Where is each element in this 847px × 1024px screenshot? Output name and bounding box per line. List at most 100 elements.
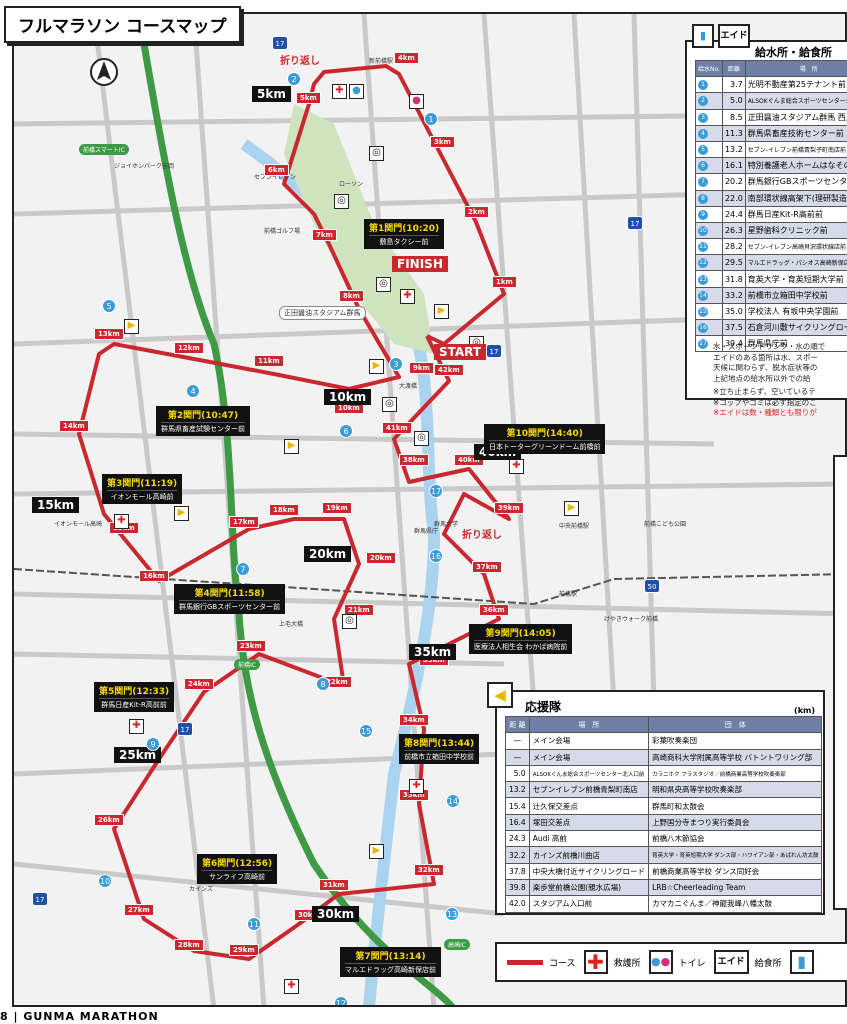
aid-place: 前橋市立箱田中学校前 (744, 286, 847, 304)
place-label: けやきウォーク前橋 (604, 616, 659, 623)
megaphone-icon: ▶ (564, 501, 579, 516)
cheer-place: スタジアム入口前 (528, 895, 650, 913)
place-label: 前橋IC (234, 659, 260, 670)
legend-toilet: ●●トイレ (648, 950, 706, 974)
aid-place: 特別養護老人ホームはなその前 (744, 157, 847, 175)
toilet-icon: ● (409, 94, 424, 109)
aid-no: 2 (695, 92, 723, 110)
aid-no-badge: 15 (698, 306, 708, 317)
gate-place: 群馬日産Kit-R高前前 (99, 698, 170, 710)
cheer-km: 13.2 (505, 781, 530, 799)
aid-km: 37.5 (721, 318, 746, 337)
cheer-place: 塚田交差点 (528, 813, 650, 832)
cheer-place: 中央大橋付近サイクリングロード (528, 862, 650, 880)
place-label: セブンイレブン (254, 174, 297, 181)
cheer-place: メイン会場 (528, 732, 650, 750)
km-marker: 13km (94, 328, 124, 340)
cheer-group: 上野国分寺まつり実行委員会 (648, 813, 823, 832)
place-label: カインズ (189, 886, 213, 893)
gate-place: 群馬県畜産試験センター前 (161, 422, 245, 434)
place-label: 中央前橋駅 (559, 523, 590, 530)
km-marker: 29km (229, 944, 259, 956)
km-marker: 12km (174, 342, 204, 354)
km-marker: 18km (269, 504, 299, 516)
aid-no-badge: 11 (698, 242, 708, 253)
cheer-table: 距 離 場 所 団 体 —メイン会場彩葉吹奏楽団—メイン会場高崎商科大学附属高等… (505, 715, 823, 913)
km-marker: 39km (494, 502, 524, 514)
aid-no-badge: 3 (698, 112, 708, 123)
km-marker: 9km (409, 362, 434, 374)
gate-label: 第6関門(12:56) (202, 859, 273, 869)
legend-label: 給食所 (754, 958, 782, 969)
aid-no: 1 (695, 76, 723, 94)
checkpoint-gate: 第9関門(14:05)医療法人相生会 わかば病院前 (469, 624, 573, 654)
km-marker: 19km (322, 502, 352, 514)
footer-text: GUNMA MARATHON (23, 1010, 159, 1023)
gate-label: 第10関門(14:40) (506, 429, 583, 439)
first-aid-icon: ✚ (114, 514, 129, 529)
page-number: 8 (0, 1010, 9, 1023)
km-marker: 41km (382, 422, 412, 434)
route-number-sign: 50 (644, 579, 660, 593)
cheer-group: 群馬町和太鼓会 (648, 797, 823, 815)
aid-km: 3.7 (721, 76, 746, 94)
aid-km: 13.2 (721, 140, 746, 159)
cheer-group: 育英大学・育英短期大学 ダンス部・ハワイアン部・あばれん坊太鼓 (648, 846, 823, 864)
place-label: 新前橋駅 (369, 58, 394, 65)
gate-place: 医療法人相生会 わかば病院前 (474, 640, 568, 652)
water-station-marker: 12 (334, 996, 348, 1005)
gate-label: 第1関門(10:20) (369, 224, 440, 234)
cheer-place: カインズ前橋川曲店 (528, 846, 650, 864)
aid-km: 20.2 (721, 173, 746, 191)
turnaround-label: 折り返し (462, 530, 502, 541)
legend-label: トイレ (678, 958, 706, 969)
gate-label: 第9関門(14:05) (485, 629, 556, 639)
aid-km: 11.3 (721, 124, 746, 142)
place-label: 前橋こども公園 (644, 521, 687, 528)
cheer-km: 5.0 (505, 764, 530, 783)
aid-no: 7 (695, 173, 723, 191)
aid-no-badge: 8 (698, 193, 708, 204)
aid-km: 28.2 (721, 238, 746, 256)
major-km-marker: 35km (409, 644, 457, 660)
col-header: 団 体 (648, 715, 823, 734)
cheer-table-title: 応援隊 (525, 700, 562, 714)
aid-station-table-panel: 給水所・給食所 給 給水No. 距離 場 所 13.7光明不動産第25テナント前… (685, 40, 847, 417)
major-km-marker: 25km (114, 747, 162, 763)
water-station-marker: 2 (287, 72, 301, 86)
cheer-place: 辻久保交差点 (528, 797, 650, 815)
gate-place: 敷島タクシー前 (369, 235, 440, 247)
aid-no: 15 (695, 302, 723, 321)
camera-point-icon: ◎ (376, 277, 391, 292)
finish-marker: FINISH (392, 256, 448, 272)
km-marker: 20km (366, 552, 396, 564)
km-marker: 21km (344, 604, 374, 616)
aid-no-badge: 17 (698, 339, 708, 350)
cheer-group: 前橋商業高等学校 ダンス同好会 (648, 862, 823, 880)
aid-km: 24.4 (721, 205, 746, 223)
col-header: 距 離 (505, 715, 530, 734)
road (571, 14, 617, 705)
checkpoint-gate: 第10関門(14:40)日本トーターグリーンドーム前橋前 (484, 424, 606, 454)
aid-km: 8.5 (721, 108, 746, 126)
aid-no: 6 (695, 157, 723, 175)
aid-no-badge: 12 (698, 258, 708, 269)
checkpoint-gate: 第5関門(12:33)群馬日産Kit-R高前前 (94, 682, 175, 712)
gate-place: 群馬銀行GBスポーツセンター前 (179, 600, 281, 612)
cheer-place: ALSOKぐんま総合スポーツセンター北入口前 (528, 764, 650, 783)
railway (14, 568, 845, 606)
road (91, 14, 217, 1005)
aid-place: 群馬県畜産技術センター前 (744, 124, 847, 142)
aid-place: 群馬日産Kit-R高前前 (744, 205, 847, 223)
